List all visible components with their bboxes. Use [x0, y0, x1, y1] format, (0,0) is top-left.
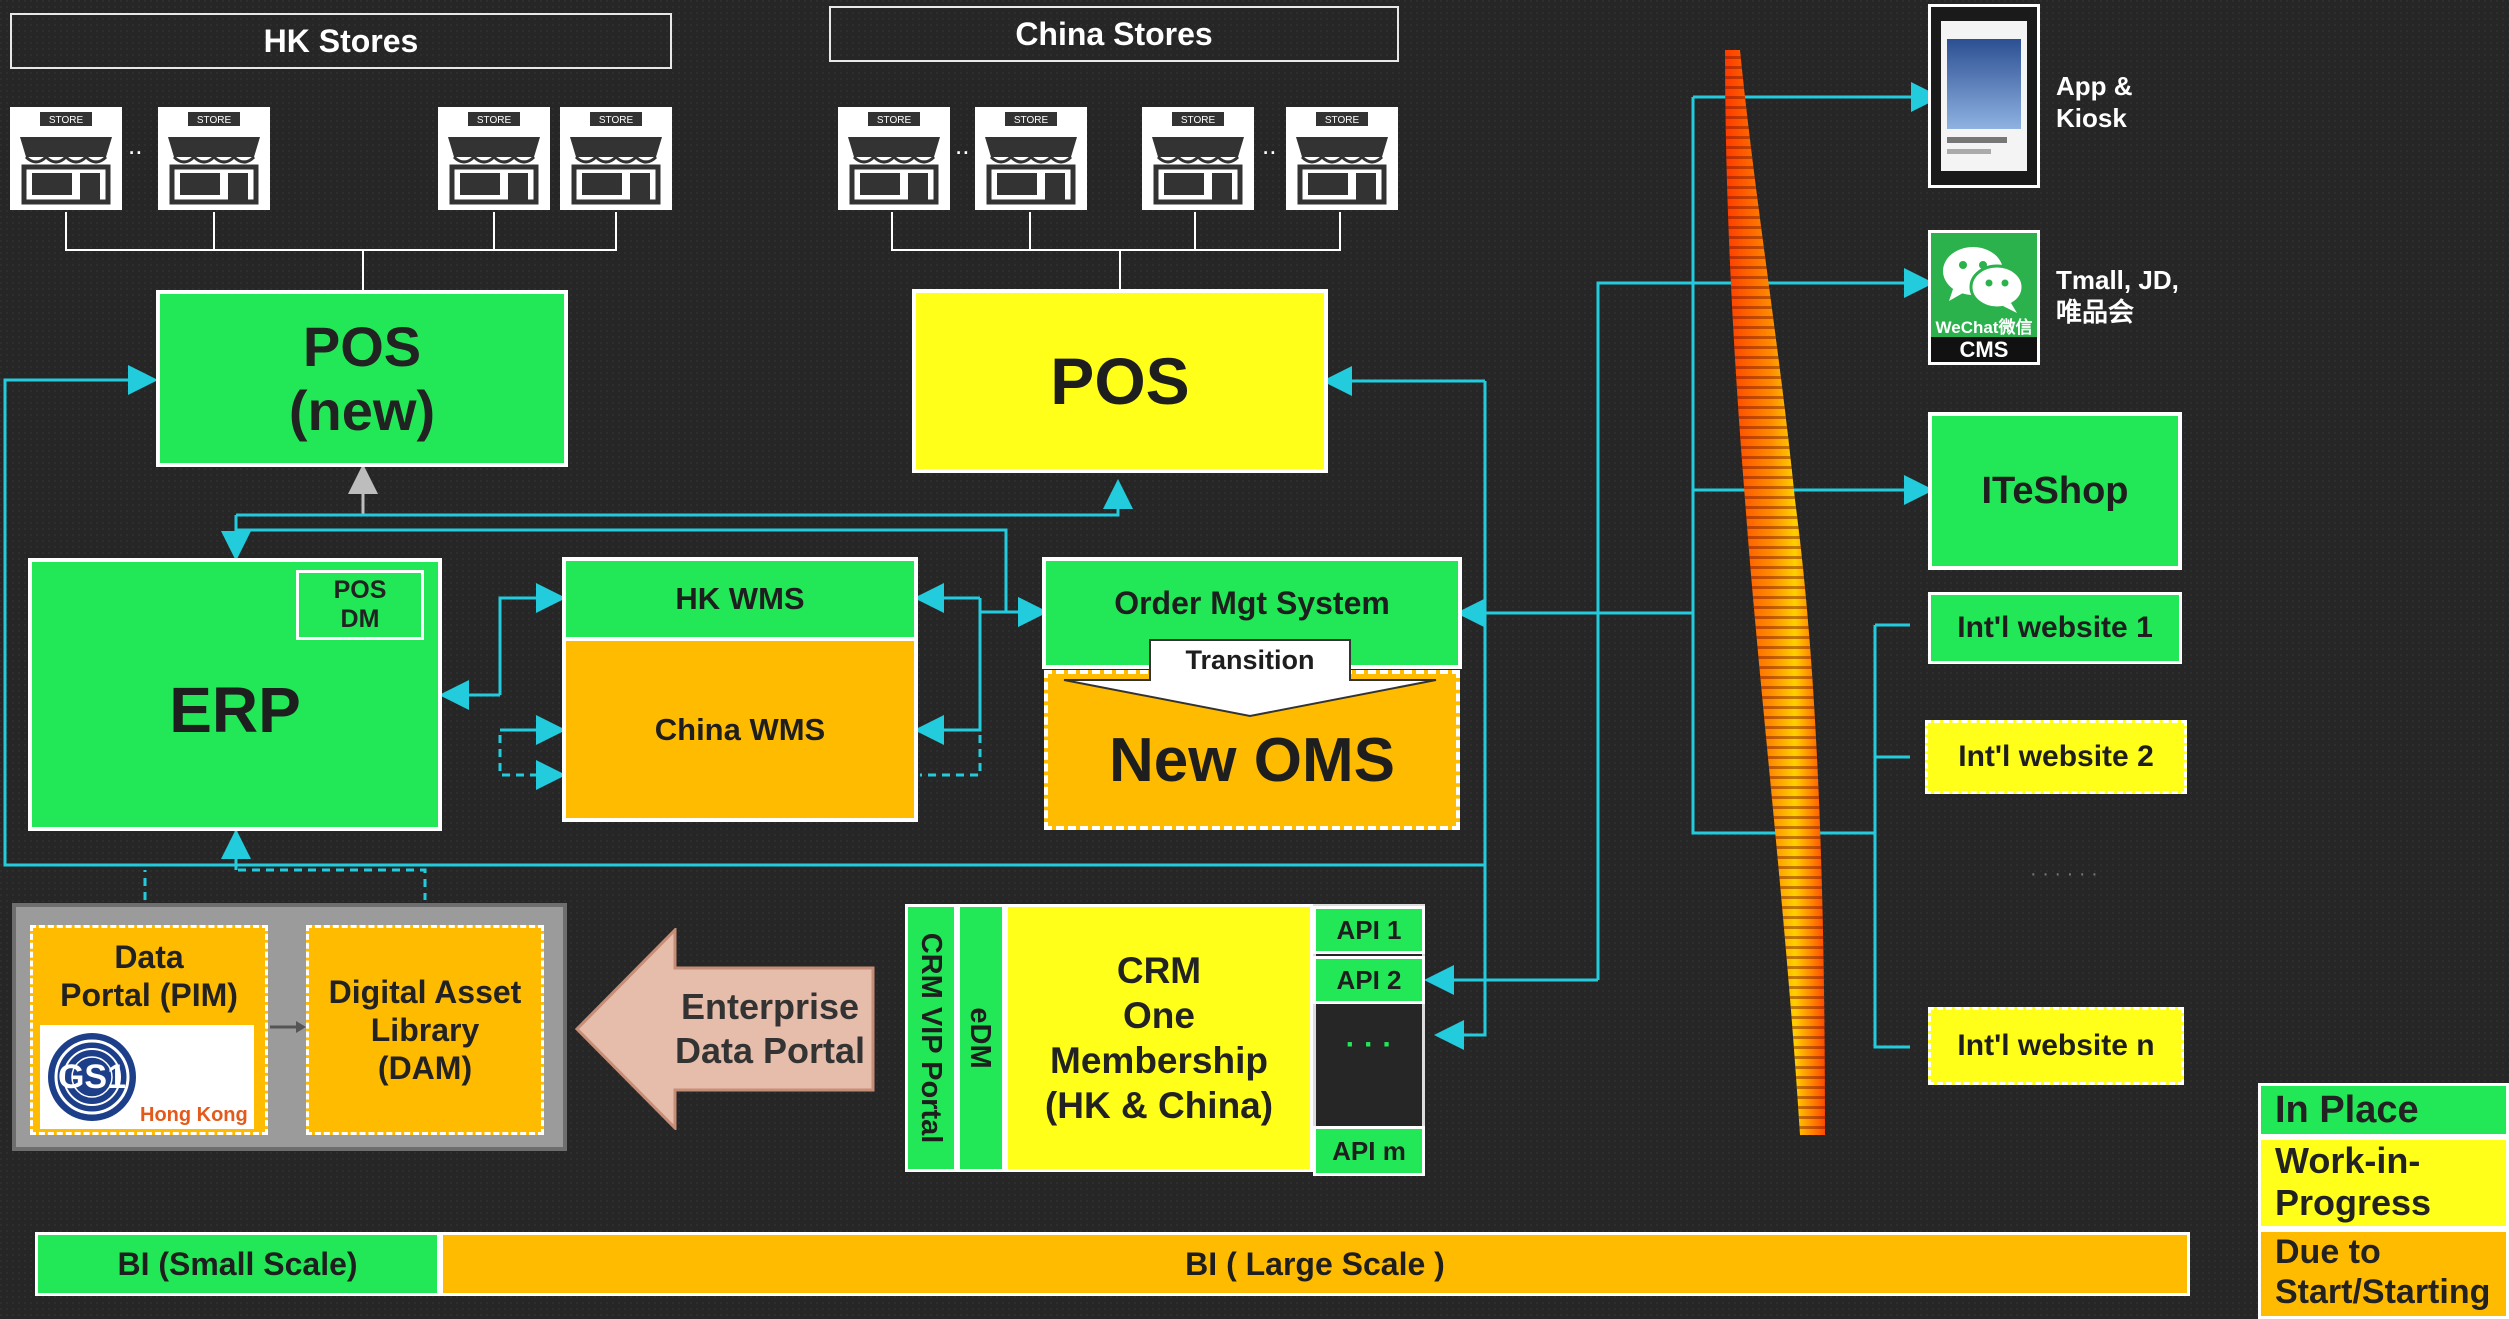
- pim-dam-arrow: [270, 1021, 306, 1033]
- legend-due-line2: Start/Starting: [2275, 1273, 2491, 1311]
- crm-line2: One: [1123, 995, 1195, 1036]
- crm-line3: Membership: [1050, 1040, 1268, 1081]
- erp-pos-china-link: [236, 479, 1133, 517]
- store-icon: STORE: [838, 107, 950, 210]
- api2-box[interactable]: API 2: [1313, 956, 1425, 1004]
- china-wms-box[interactable]: China WMS: [654, 711, 826, 747]
- erp-box[interactable]: ERP: [28, 558, 442, 831]
- erp-wms-link: [498, 583, 566, 695]
- crm-one-membership-box[interactable]: CRM One Membership (HK & China): [1005, 904, 1313, 1172]
- dam-line2: Library: [370, 1012, 480, 1048]
- erp-label: ERP: [169, 673, 301, 746]
- legend-in-place-label: In Place: [2275, 1089, 2419, 1131]
- data-portal-line2: Portal (PIM): [60, 977, 238, 1013]
- svg-text:STORE: STORE: [1181, 115, 1216, 126]
- tmall-line1: Tmall, JD,: [2056, 265, 2179, 295]
- new-oms-label: New OMS: [1109, 725, 1395, 795]
- intl-website-2-box[interactable]: Int'l website 2: [1925, 720, 2187, 794]
- wms-group: HK WMS China WMS: [562, 557, 918, 822]
- cms-label: CMS: [1931, 337, 2037, 362]
- legend-in-place: In Place: [2258, 1083, 2509, 1137]
- svg-text:STORE: STORE: [477, 115, 512, 126]
- enterprise-line2: Data Portal: [674, 1030, 866, 1071]
- dam-box[interactable]: Digital Asset Library (DAM): [306, 925, 544, 1135]
- intl-website-1-box[interactable]: Int'l website 1: [1928, 592, 2182, 664]
- svg-text:STORE: STORE: [49, 115, 84, 126]
- hk-wms-box[interactable]: HK WMS: [566, 561, 914, 641]
- iteshop-box[interactable]: ITeShop: [1928, 412, 2182, 570]
- dam-line3: (DAM): [377, 1050, 473, 1086]
- pos-new-box[interactable]: POS (new): [156, 290, 568, 467]
- pos-dm-line1: POS: [333, 576, 387, 604]
- pos-dm-line2: DM: [340, 605, 380, 633]
- app-kiosk-line2: Kiosk: [2056, 103, 2127, 133]
- tmall-line2: 唯品会: [2056, 297, 2135, 327]
- intl-website-n-box[interactable]: Int'l website n: [1928, 1007, 2184, 1085]
- transition-label: Transition: [1185, 644, 1315, 675]
- svg-text:STORE: STORE: [1325, 115, 1360, 126]
- dam-line1: Digital Asset: [328, 974, 522, 1010]
- data-portal-group: Data Portal (PIM) GS1 Hong Kong Digital …: [12, 903, 567, 1151]
- china-store-connectors: [891, 212, 1341, 292]
- transition-arrow: Transition: [1060, 638, 1440, 718]
- legend-wip-line2: Progress: [2275, 1182, 2432, 1223]
- store-icon: STORE: [1286, 107, 1398, 210]
- edm-box[interactable]: eDM: [957, 904, 1005, 1172]
- svg-text:STORE: STORE: [1014, 115, 1049, 126]
- pos-new-line1: POS: [302, 314, 422, 378]
- decorative-fire-streak: [1725, 50, 1845, 1135]
- pos-china-box[interactable]: POS: [912, 289, 1328, 473]
- app-kiosk-line1: App &: [2056, 71, 2133, 101]
- store-ellipsis: ..: [955, 130, 970, 160]
- svg-text:GS1: GS1: [58, 1058, 126, 1096]
- svg-text:STORE: STORE: [197, 115, 232, 126]
- hk-store-connectors: [65, 212, 617, 292]
- wechat-icon: [1943, 247, 2025, 313]
- china-stores-title: China Stores: [829, 6, 1399, 62]
- crm-vip-portal-box[interactable]: CRM VIP Portal: [905, 904, 957, 1172]
- hk-stores-title: HK Stores: [10, 13, 672, 69]
- api-dots: · · ·: [1345, 1028, 1393, 1061]
- legend-due-to-start: Due to Start/Starting: [2258, 1229, 2509, 1319]
- enterprise-data-portal-arrow[interactable]: Enterprise Data Portal: [574, 926, 875, 1132]
- legend-work-in-progress: Work-in- Progress: [2258, 1137, 2509, 1229]
- apim-box[interactable]: API m: [1313, 1126, 1425, 1176]
- gs1-logo: GS1 Hong Kong: [40, 1025, 254, 1129]
- enterprise-line1: Enterprise: [680, 986, 860, 1027]
- pos-dm-box[interactable]: POS DM: [296, 570, 424, 640]
- store-icon: STORE: [158, 107, 270, 210]
- app-kiosk-phone-icon: [1928, 4, 2040, 188]
- svg-text:· · · · · ·: · · · · · ·: [2030, 863, 2098, 885]
- store-icon: STORE: [10, 107, 122, 210]
- svg-text:Hong Kong: Hong Kong: [140, 1104, 248, 1126]
- tmall-jd-label: Tmall, JD, 唯品会: [2056, 264, 2179, 328]
- edm-label: eDM: [964, 1007, 997, 1069]
- crm-vip-portal-label: CRM VIP Portal: [915, 932, 948, 1144]
- svg-text:STORE: STORE: [877, 115, 912, 126]
- bi-small-scale-box[interactable]: BI (Small Scale): [35, 1232, 440, 1296]
- svg-text:STORE: STORE: [599, 115, 634, 126]
- app-kiosk-label: App & Kiosk: [2056, 70, 2133, 134]
- wechat-label: WeChat微信: [1935, 318, 2033, 337]
- store-icon: STORE: [1142, 107, 1254, 210]
- store-icon: STORE: [560, 107, 672, 210]
- bi-large-scale-box[interactable]: BI ( Large Scale ): [440, 1232, 2190, 1296]
- pos-new-line2: (new): [288, 378, 436, 442]
- data-portal-line1: Data: [114, 939, 184, 975]
- legend-wip-line1: Work-in-: [2275, 1140, 2421, 1181]
- api1-box[interactable]: API 1: [1313, 906, 1425, 954]
- store-icon: STORE: [975, 107, 1087, 210]
- crm-line1: CRM: [1116, 950, 1202, 991]
- crm-line4: (HK & China): [1044, 1085, 1274, 1126]
- legend-due-line1: Due to: [2275, 1233, 2381, 1271]
- store-icon: STORE: [438, 107, 550, 210]
- store-ellipsis: ..: [128, 130, 143, 160]
- store-ellipsis: ..: [1262, 130, 1277, 160]
- wechat-cms-icon[interactable]: WeChat微信 CMS: [1928, 230, 2040, 365]
